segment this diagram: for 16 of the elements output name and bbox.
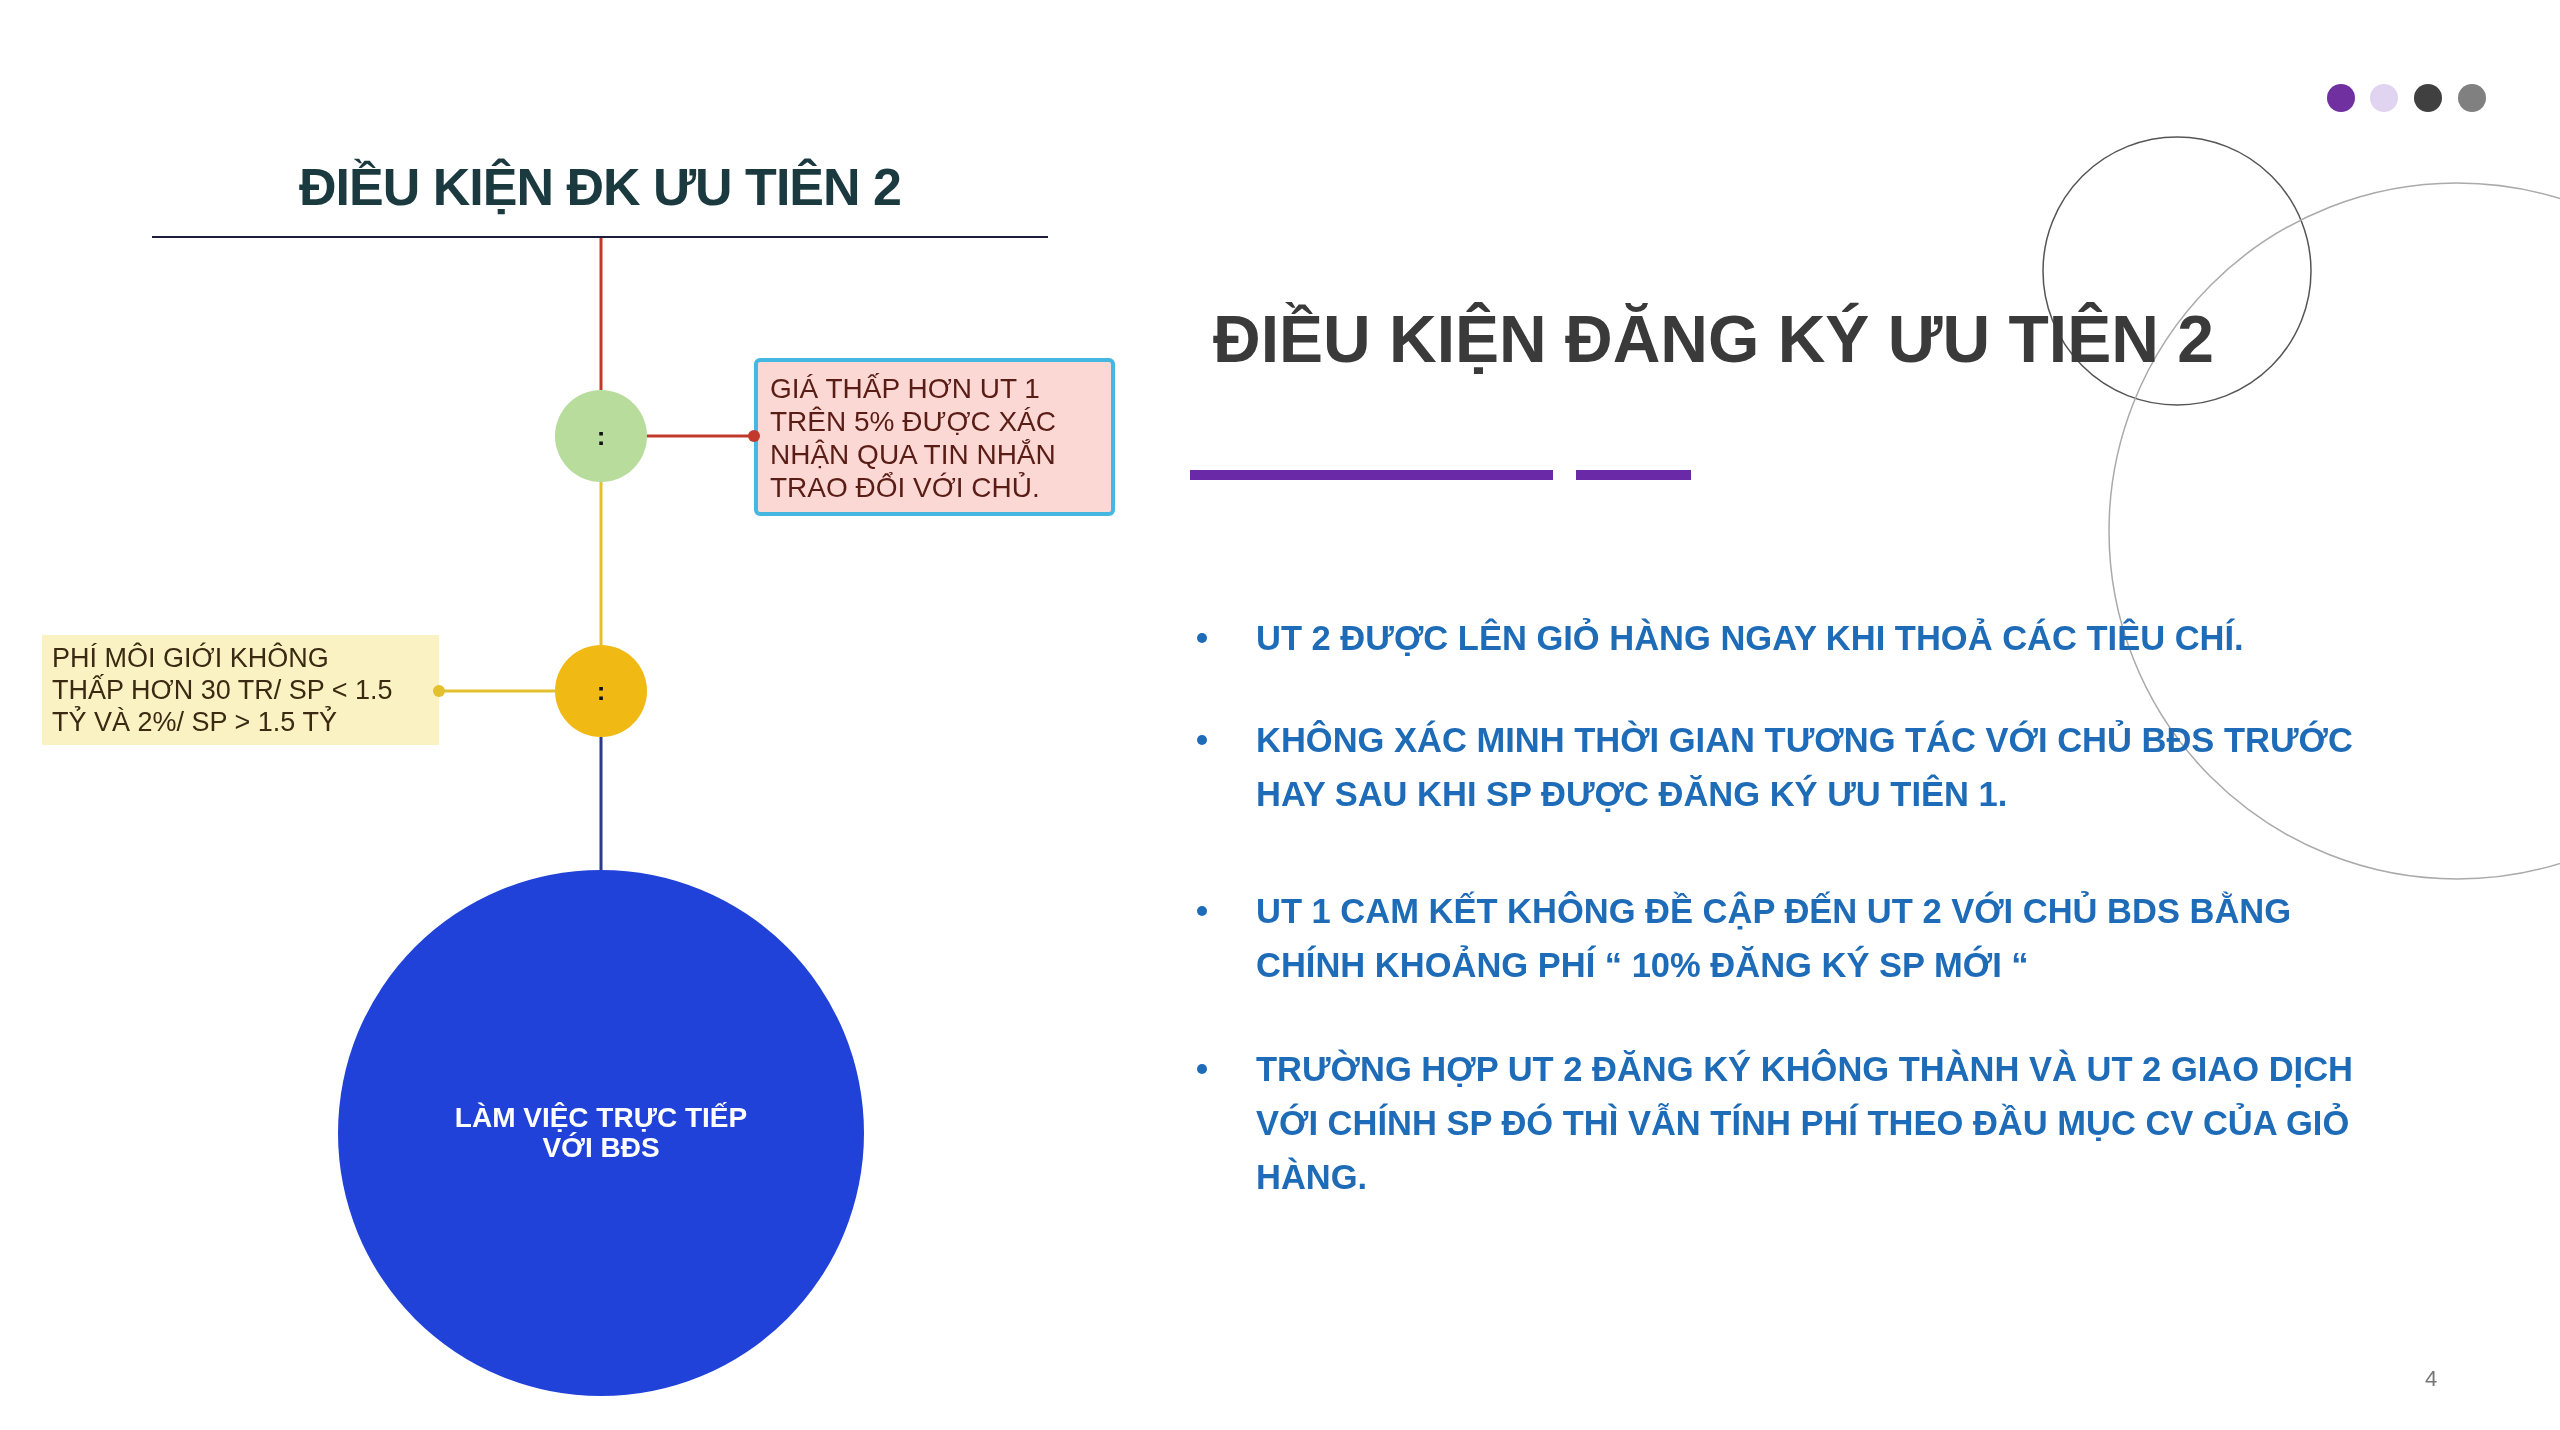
list-item-text: UT 2 ĐƯỢC LÊN GIỎ HÀNG NGAY KHI THOẢ CÁC TIÊU CHÍ.	[1256, 617, 2245, 659]
section-heading: ĐIỀU KIỆN ĐK ƯU TIÊN 2	[152, 138, 1048, 238]
connector-line	[647, 430, 760, 442]
connector-line	[599, 737, 603, 870]
connector-line	[433, 685, 555, 697]
list-item-text: KHÔNG XÁC MINH THỜI GIAN TƯƠNG TÁC VỚI CHỦ BĐS TRƯỚC HAY SAU KHI SP ĐƯỢC ĐĂNG KÝ ƯU TIÊN 1.	[1256, 719, 2354, 815]
circle-node: :	[555, 390, 647, 482]
connector-line	[599, 482, 603, 645]
circle-node: LÀM VIỆC TRỰC TIẾP VỚI BĐS	[338, 870, 864, 1396]
connector-line	[599, 238, 603, 390]
list-item-text: UT 1 CAM KẾT KHÔNG ĐỀ CẬP ĐẾN UT 2 VỚI CHỦ BDS BẰNG CHÍNH KHOẢNG PHÍ “ 10% ĐĂNG KÝ SP MỚI “	[1256, 890, 2293, 986]
note-box: PHÍ MÔI GIỚI KHÔNG THẤP HƠN 30 TR/ SP < 1.5 TỶ VÀ 2%/ SP > 1.5 TỶ	[42, 635, 439, 745]
page-number: 4	[2425, 1366, 2438, 1392]
circle-node: :	[555, 645, 647, 737]
list-item-text: TRƯỜNG HỢP UT 2 ĐĂNG KÝ KHÔNG THÀNH VÀ UT 2 GIAO DỊCH VỚI CHÍNH SP ĐÓ THÌ VẪN TÍNH PHÍ THEO ĐẦU MỤC CV CỦA GIỎ HÀNG.	[1256, 1048, 2354, 1198]
note-box: GIÁ THẤP HƠN UT 1 TRÊN 5% ĐƯỢC XÁC NHẬN QUA TIN NHẮN TRAO ĐỔI VỚI CHỦ.	[754, 358, 1115, 516]
